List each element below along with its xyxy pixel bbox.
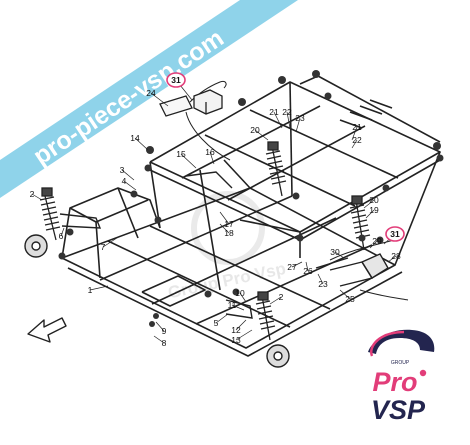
- leader-line-29: [369, 240, 378, 249]
- leader-line-17: [219, 211, 230, 225]
- callout-label-20: 20: [369, 195, 379, 205]
- callout-label-9: 9: [162, 326, 167, 336]
- leader-line-21: [351, 126, 358, 141]
- callout-label-12: 12: [231, 325, 241, 335]
- callout-label-22: 22: [352, 135, 362, 145]
- rear-hub-carrier: [329, 253, 389, 287]
- callout-label-11: 11: [228, 300, 237, 310]
- callout-label-20: 20: [250, 125, 260, 135]
- part-24-bracket: [159, 95, 193, 117]
- callout-label-31: 31: [390, 229, 400, 239]
- part-31-box: [193, 89, 223, 115]
- callout-label-14: 14: [130, 133, 140, 143]
- callout-label-15: 15: [176, 149, 186, 159]
- callout-label-5: 5: [214, 318, 219, 328]
- logo-group-word: GROUP: [391, 360, 410, 366]
- shock-absorber-rear-right: [349, 195, 371, 251]
- leader-line-10: [239, 292, 247, 303]
- callout-label-2: 2: [279, 292, 284, 302]
- callout-label-3: 3: [120, 165, 125, 175]
- logo-flower-icon: [419, 369, 427, 377]
- leader-line-13: [235, 329, 253, 341]
- shock-absorber-rear-left: [265, 141, 287, 197]
- leader-line-5: [215, 313, 229, 324]
- control-arms: [59, 171, 349, 319]
- callout-label-23: 23: [295, 113, 305, 123]
- callout-label-6: 6: [59, 231, 64, 241]
- direction-arrow-icon: [27, 317, 67, 343]
- leader-line-11: [231, 304, 245, 311]
- leader-line-20: [254, 129, 269, 141]
- callout-label-13: 13: [231, 335, 241, 345]
- callout-label-28: 28: [391, 251, 401, 261]
- callout-label-30: 30: [330, 247, 340, 257]
- leader-line-28: [387, 255, 397, 263]
- leader-line-3: [121, 169, 135, 181]
- leader-line-19: [365, 209, 375, 219]
- callout-label-21: 21: [269, 107, 279, 117]
- logo-car-outline: [368, 329, 435, 354]
- callout-label-1: 1: [88, 285, 93, 295]
- leader-line-2: [269, 296, 282, 305]
- shock-absorber-front-right: [255, 291, 276, 341]
- callout-label-18: 18: [224, 228, 234, 238]
- leader-line-22: [351, 139, 358, 149]
- callout-label-21: 21: [352, 122, 362, 132]
- callout-label-31: 31: [171, 75, 181, 85]
- callout-label-7: 7: [101, 242, 106, 252]
- shock-absorber-front-left: [39, 187, 61, 241]
- leader-line-21: [273, 111, 283, 129]
- leader-line-1: [89, 285, 109, 291]
- callout-label-25: 25: [345, 294, 355, 304]
- frame-nuts: [58, 70, 444, 327]
- callout-label-10: 10: [235, 288, 245, 298]
- leader-line-22: [286, 111, 291, 129]
- leader-line-8: [153, 335, 165, 344]
- chassis-frame: [61, 75, 441, 357]
- callout-label-16: 16: [205, 147, 215, 157]
- leader-line-27: [291, 261, 303, 268]
- wheel-hub-front-right: [266, 344, 290, 368]
- wheel-hub-front-left: [24, 234, 48, 258]
- leader-line-15: [180, 153, 197, 169]
- leader-line-14: [134, 137, 149, 151]
- leader-lines: [31, 79, 397, 344]
- callout-label-29: 29: [372, 236, 382, 246]
- brand-logo: GROUP Pro VSP: [368, 329, 435, 425]
- callout-highlight-ring: [166, 72, 186, 88]
- watermark: Group Pro Vsp: [166, 191, 288, 302]
- leader-line-26: [305, 261, 309, 272]
- leader-line-23: [317, 273, 324, 285]
- callout-label-24: 24: [146, 88, 156, 98]
- callout-label-19: 19: [369, 205, 379, 215]
- logo-pro-word: Pro: [372, 367, 417, 397]
- leader-line-18: [219, 223, 230, 234]
- leader-line-9: [155, 321, 165, 332]
- leader-line-16: [209, 151, 215, 165]
- callout-highlight-ring: [385, 226, 405, 242]
- callout-label-23: 23: [318, 279, 328, 289]
- leader-line-7: [102, 235, 121, 248]
- leader-line-20: [363, 199, 375, 209]
- callout-label-4: 4: [122, 176, 127, 186]
- leader-line-24: [150, 92, 169, 107]
- callout-label-8: 8: [162, 338, 167, 348]
- callout-label-22: 22: [282, 107, 292, 117]
- leader-line-4: [123, 180, 137, 191]
- leader-line-25: [339, 289, 351, 300]
- callout-label-27: 27: [287, 262, 297, 272]
- callout-label-17: 17: [224, 219, 234, 229]
- logo-vsp-word: VSP: [371, 395, 426, 425]
- callout-label-26: 26: [303, 266, 313, 276]
- leader-line-12: [235, 319, 247, 331]
- leader-line-23: [295, 117, 301, 133]
- leader-line-6: [60, 227, 65, 237]
- leader-line-2: [31, 193, 43, 201]
- callout-label-2: 2: [30, 189, 35, 199]
- leader-line-30: [334, 251, 345, 259]
